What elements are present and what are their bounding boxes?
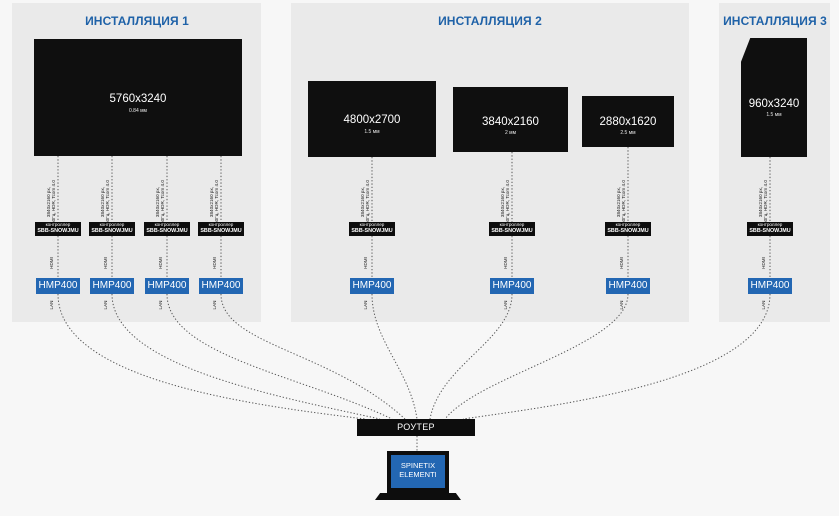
lan-label: LAN [158,300,163,310]
lan-label: LAN [363,300,368,310]
hdmi-label: HDMI [619,257,624,269]
installation-2-title: ИНСТАЛЛЯЦИЯ 2 [438,14,542,28]
lan-label: LAN [761,300,766,310]
installation-1-title: ИНСТАЛЛЯЦИЯ 1 [85,14,189,28]
cable-lan [111,293,381,420]
lan-label: LAN [212,300,217,310]
screen-resolution: 3840x2160 [482,116,539,128]
hdmi-label: HDMI [158,257,163,269]
router-box: РОУТЕР [357,419,475,436]
screen-pixel-pitch: 2.5 мм [620,130,636,136]
laptop-display: SPINETIX ELEMENTI [391,455,445,488]
hdmi-label: HDMI [49,257,54,269]
screen-pixel-pitch: 1.5 мм [364,129,380,135]
laptop-line-1: SPINETIX [400,461,436,470]
cable-lan [429,293,513,420]
led-screen-2: 4800x2700 1.5 мм [308,81,436,157]
lan-label: LAN [49,300,54,310]
cable-lan [371,293,418,420]
media-player: HMP400 [490,278,534,294]
cable-lan [57,293,366,420]
installation-3-title: ИНСТАЛЛЯЦИЯ 3 [723,14,827,28]
media-player: HMP400 [90,278,134,294]
lan-label: LAN [503,300,508,310]
media-player: HMP400 [145,278,189,294]
media-player: HMP400 [748,278,792,294]
lan-label: LAN [103,300,108,310]
led-screen-5: 960x3240 1.5 мм [741,38,807,157]
media-player: HMP400 [350,278,394,294]
screen-pixel-pitch: 1.5 мм [766,112,782,118]
screen-resolution: 2880x1620 [599,116,657,128]
hdmi-label: HDMI [761,257,766,269]
screen-resolution: 960x3240 [748,98,800,110]
screen-pixel-pitch: 0.84 мм [129,108,147,114]
installation-2-panel [291,3,689,322]
led-screen-1: 5760x3240 0.84 мм [34,39,242,156]
cable-lan [220,293,406,420]
hdmi-label: HDMI [103,257,108,269]
cable-lan [462,293,771,420]
screen-resolution: 4800x2700 [343,114,401,126]
laptop-icon: SPINETIX ELEMENTI [387,451,449,493]
laptop-base [375,493,461,500]
hdmi-label: HDMI [363,257,368,269]
lan-label: LAN [619,300,624,310]
hdmi-label: HDMI [503,257,508,269]
cable-lan [166,293,393,420]
media-player: HMP400 [36,278,80,294]
screen-resolution: 5760x3240 [109,93,167,105]
led-screen-4: 2880x1620 2.5 мм [582,96,674,147]
led-screen-3: 3840x2160 2 мм [453,87,568,152]
laptop-line-2: ELEMENTI [399,470,437,479]
media-player: HMP400 [199,278,243,294]
screen-pixel-pitch: 2 мм [504,130,517,136]
media-player: HMP400 [606,278,650,294]
cable-lan [444,293,629,420]
hdmi-label: HDMI [212,257,217,269]
